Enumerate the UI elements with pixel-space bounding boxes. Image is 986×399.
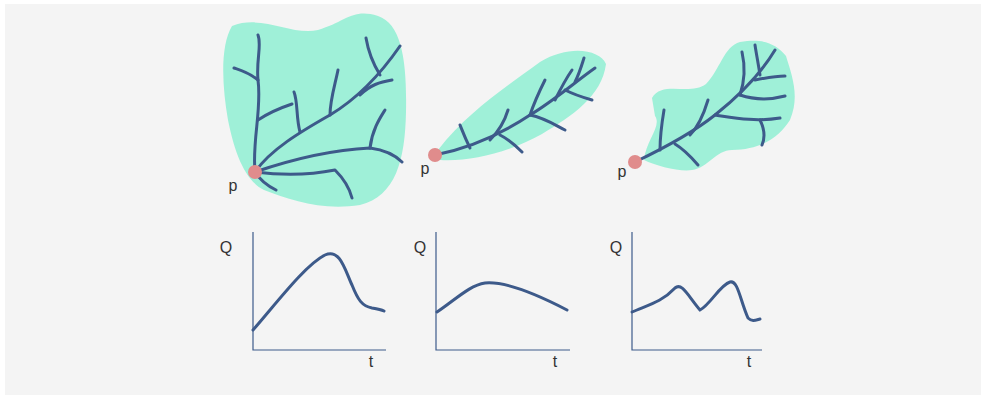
axis-label: Q [414,240,426,256]
outlet-label: p [618,164,627,180]
outlet-label: p [229,178,238,194]
panel [5,4,981,395]
basin-elongated [428,51,606,162]
basin-irregular [628,41,795,171]
graph-axes [253,232,762,350]
hydrograph-curves [253,254,760,330]
axis-label: Q [220,240,232,256]
axis-label: t [747,354,751,370]
axis-label: t [369,354,373,370]
outlet-label: p [421,161,430,177]
axis-label: Q [610,240,622,256]
basin-round [223,14,406,207]
axis-label: t [553,354,557,370]
